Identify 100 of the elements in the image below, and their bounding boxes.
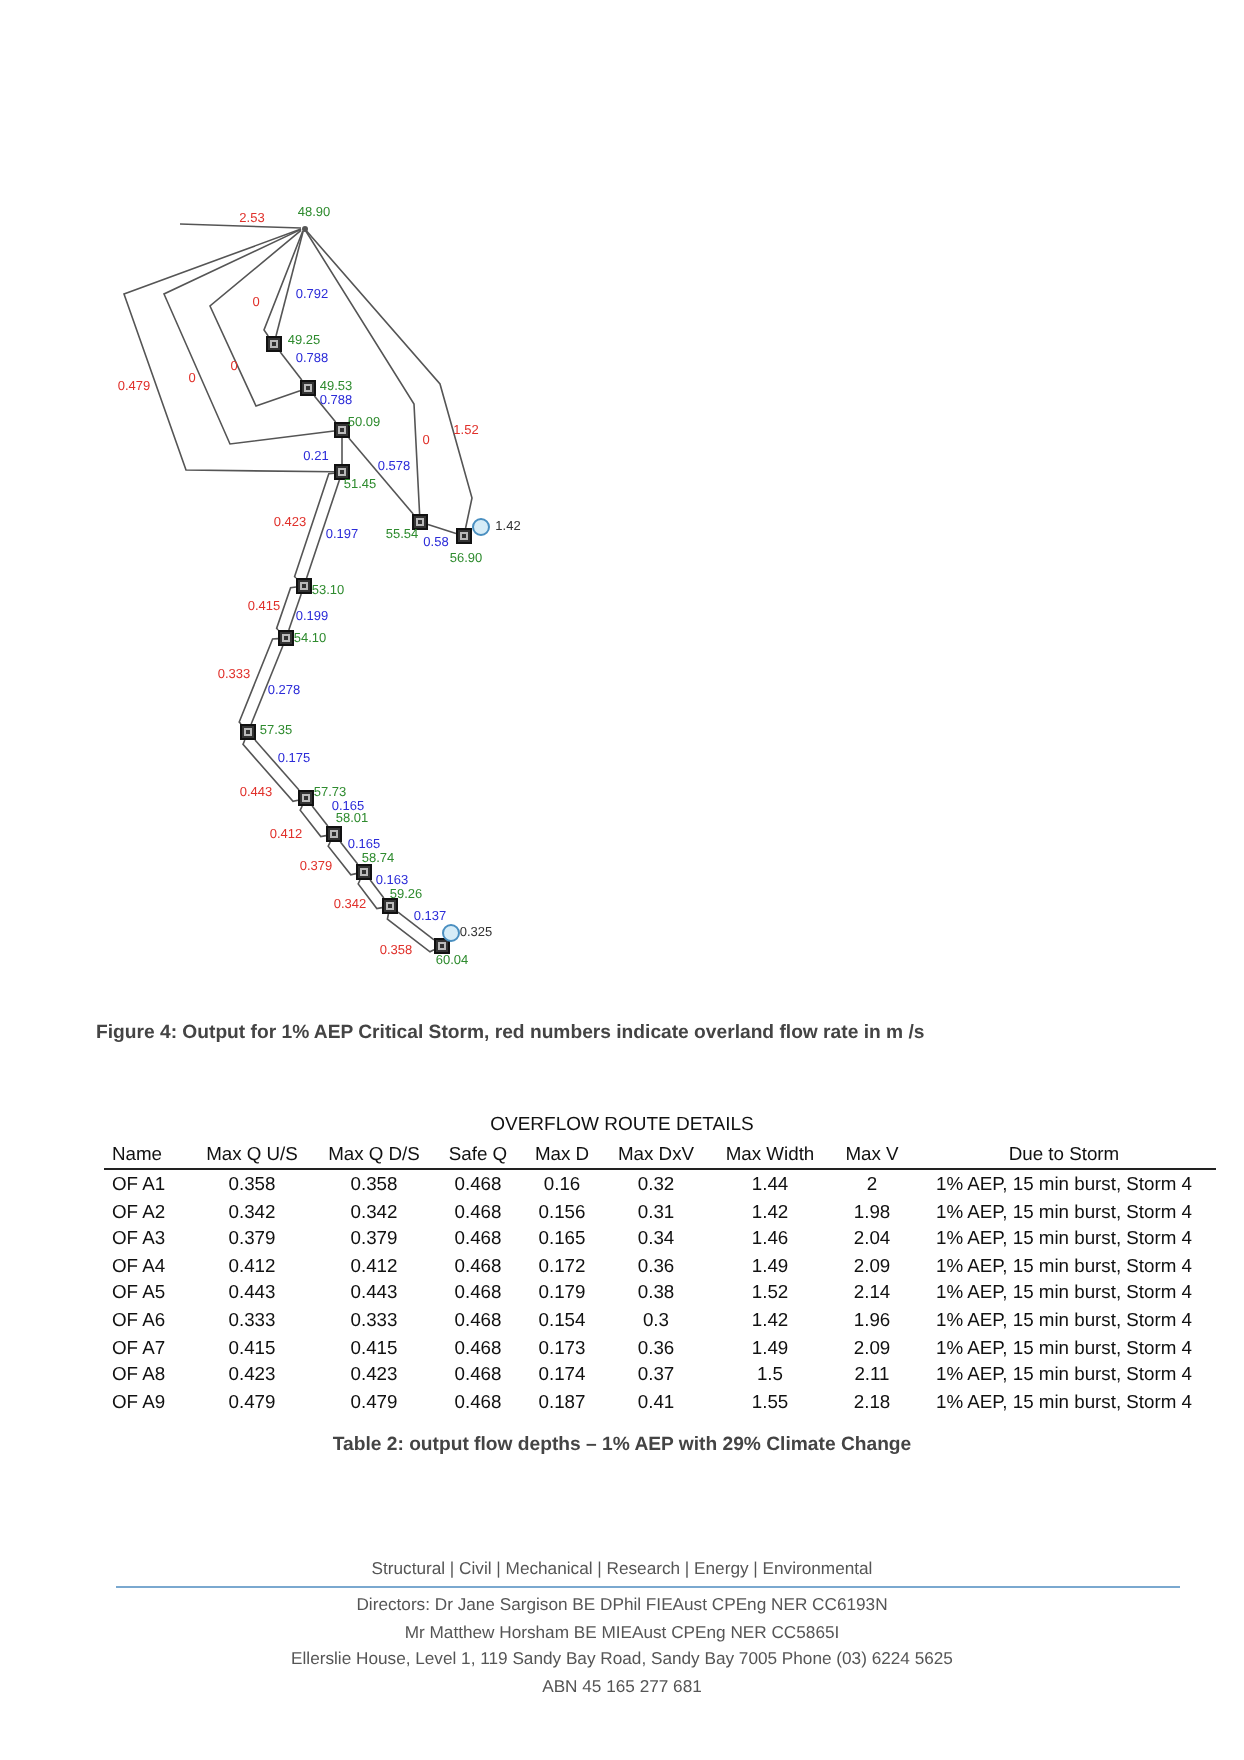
table-cell-text: 1% AEP, 15 min burst, Storm 4	[933, 1333, 1194, 1361]
pipe-line	[275, 586, 297, 631]
table-cell-text: 0.468	[452, 1278, 504, 1306]
pit-symbol	[266, 336, 282, 352]
table-cell-text: 1% AEP, 15 min burst, Storm 4	[933, 1224, 1194, 1252]
pipe-line	[369, 879, 385, 899]
table-cell-text: 0.443	[226, 1278, 278, 1306]
pipe-line	[275, 230, 304, 337]
table-cell-text: 0.41	[635, 1387, 677, 1415]
table-cell-text: 1.96	[851, 1305, 893, 1334]
pipe-line	[311, 805, 329, 827]
table-cell-text: 0.415	[348, 1333, 400, 1361]
pit-symbol	[300, 380, 316, 396]
pipe-line	[386, 913, 435, 953]
outfall-circle	[441, 923, 459, 941]
column-header: Max D	[520, 1140, 604, 1170]
table-cell-text: OF A9	[110, 1387, 168, 1415]
pipe-line	[341, 437, 343, 465]
figure-caption: Figure 4: Output for 1% AEP Critical Storm, red numbers indicate overland flow rate in m /s	[96, 1022, 925, 1044]
pipe-line	[305, 230, 421, 515]
column-header: Name	[104, 1140, 192, 1170]
table-cell-text: 1.52	[749, 1278, 791, 1306]
table-cell-text: OF A6	[110, 1305, 168, 1334]
table-cell-text: 0.36	[635, 1333, 677, 1361]
pipe-line	[305, 479, 341, 579]
table-cell-text: OF A3	[110, 1224, 168, 1252]
table-cell-text: 0.342	[226, 1197, 278, 1225]
footer-text: Directors: Dr Jane Sargison BE DPhil FIEAust CPEng NER CC6193N	[354, 1594, 890, 1614]
pit-symbol	[412, 514, 428, 530]
table-cell-text: 2.04	[851, 1224, 893, 1252]
table-cell-text: OF A8	[110, 1360, 168, 1388]
table-cell-text: 1% AEP, 15 min burst, Storm 4	[933, 1197, 1194, 1225]
pipe-line	[327, 841, 357, 876]
pipe-line	[123, 228, 335, 473]
table-cell-text: 1.44	[749, 1170, 791, 1198]
pit-symbol	[298, 790, 314, 806]
table-cell-text: 0.443	[348, 1278, 400, 1306]
column-header: Due to Storm	[912, 1140, 1216, 1170]
table-cell-text: OF A4	[110, 1251, 168, 1279]
table-cell-text: 1% AEP, 15 min burst, Storm 4	[933, 1387, 1194, 1415]
table-cell-text: 0.479	[226, 1387, 278, 1415]
table-cell-text: 0.342	[348, 1197, 400, 1225]
table-cell-text: OF A1	[110, 1170, 168, 1198]
table-cell-text: 0.36	[635, 1251, 677, 1279]
footer-text: Ellerslie House, Level 1, 119 Sandy Bay Road, Sandy Bay 7005 Phone (03) 6224 5625	[289, 1648, 955, 1668]
table-cell-text: 0.415	[226, 1333, 278, 1361]
table-cell-text: 0.173	[536, 1333, 588, 1361]
pipe-line	[313, 395, 337, 423]
table-cell-text: 2.09	[851, 1251, 893, 1279]
pit-symbol	[240, 724, 256, 740]
pipe-line	[162, 228, 335, 445]
table-cell-text: 2	[864, 1170, 880, 1198]
pipe-line	[288, 593, 302, 631]
table-cell-text: 1.5	[754, 1360, 786, 1388]
table-cell-text: 0.174	[536, 1360, 588, 1388]
table-cell-text: 0.3	[640, 1305, 672, 1334]
table-cell-text: 0.333	[226, 1305, 278, 1334]
table-cell-text: 0.412	[348, 1251, 400, 1279]
junction-point	[301, 225, 307, 231]
table-cell-text: 2.18	[851, 1387, 893, 1415]
table-cell-text: 1% AEP, 15 min burst, Storm 4	[933, 1251, 1194, 1279]
column-header: Safe Q	[436, 1140, 520, 1170]
table-cell-text: 0.333	[348, 1305, 400, 1334]
column-header: Max Q U/S	[192, 1140, 312, 1170]
table-cell-text: 1.42	[749, 1305, 791, 1334]
table-cell-text: 0.156	[536, 1197, 588, 1225]
pipe-line	[397, 911, 435, 941]
table-title: OVERFLOW ROUTE DETAILS	[488, 1114, 756, 1136]
table-caption: Table 2: output flow depths – 1% AEP with 29% Climate Change	[330, 1434, 914, 1456]
table-cell-text: 0.468	[452, 1387, 504, 1415]
table-cell-text: 1.55	[749, 1387, 791, 1415]
table-cell-text: OF A7	[110, 1333, 168, 1361]
table-cell-text: 1.42	[749, 1197, 791, 1225]
table-cell-text: 2.14	[851, 1278, 893, 1306]
table-cell-text: 0.179	[536, 1278, 588, 1306]
table-cell-text: 0.165	[536, 1224, 588, 1252]
pipe-line	[279, 351, 303, 381]
pipe-line	[209, 229, 302, 407]
pipe-line	[299, 805, 327, 838]
pipe-line	[357, 879, 383, 910]
table-cell-text: 0.16	[541, 1170, 583, 1198]
pipe-line	[254, 739, 300, 791]
table-cell-text: 1.46	[749, 1224, 791, 1252]
column-header: Max Q D/S	[312, 1140, 436, 1170]
table-cell-text: 1.49	[749, 1251, 791, 1279]
table-cell-text: 0.379	[348, 1224, 400, 1252]
table-cell-text: 0.154	[536, 1305, 588, 1334]
table-cell-text: 1% AEP, 15 min burst, Storm 4	[933, 1305, 1194, 1334]
pipe-line	[242, 739, 299, 803]
table-cell-text: 0.468	[452, 1170, 504, 1198]
pipe-line	[427, 523, 457, 535]
pipe-line	[348, 437, 414, 515]
table-cell-text: 1% AEP, 15 min burst, Storm 4	[933, 1278, 1194, 1306]
table-cell-text: 2.11	[852, 1360, 892, 1388]
table-cell-text: 0.468	[452, 1333, 504, 1361]
table-cell-text: 0.31	[635, 1197, 677, 1225]
table-cell-text: 0.412	[226, 1251, 278, 1279]
table-cell-text: 0.38	[635, 1278, 677, 1306]
table-cell-text: 2.09	[851, 1333, 893, 1361]
pipe-line	[179, 223, 302, 229]
